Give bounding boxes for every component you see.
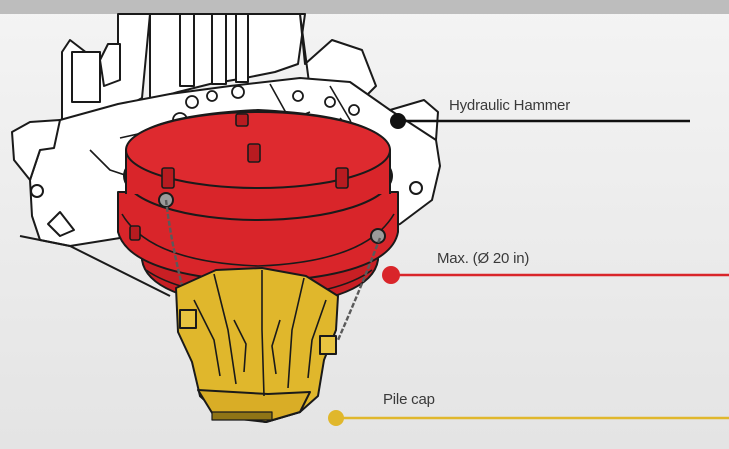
callout-cap-dot [328, 410, 344, 426]
callout-pile-cap [328, 410, 729, 426]
callout-max-diameter [382, 266, 729, 284]
callout-max-dot [382, 266, 400, 284]
max-diameter-label: Max. (Ø 20 in) [437, 250, 530, 267]
pile-cap-label: Pile cap [383, 391, 435, 408]
callout-hammer-dot [390, 113, 406, 129]
callout-hammer [390, 113, 690, 129]
pile-cap [175, 267, 339, 423]
top-bar [0, 0, 729, 14]
hydraulic-hammer-label: Hydraulic Hammer [449, 97, 570, 114]
